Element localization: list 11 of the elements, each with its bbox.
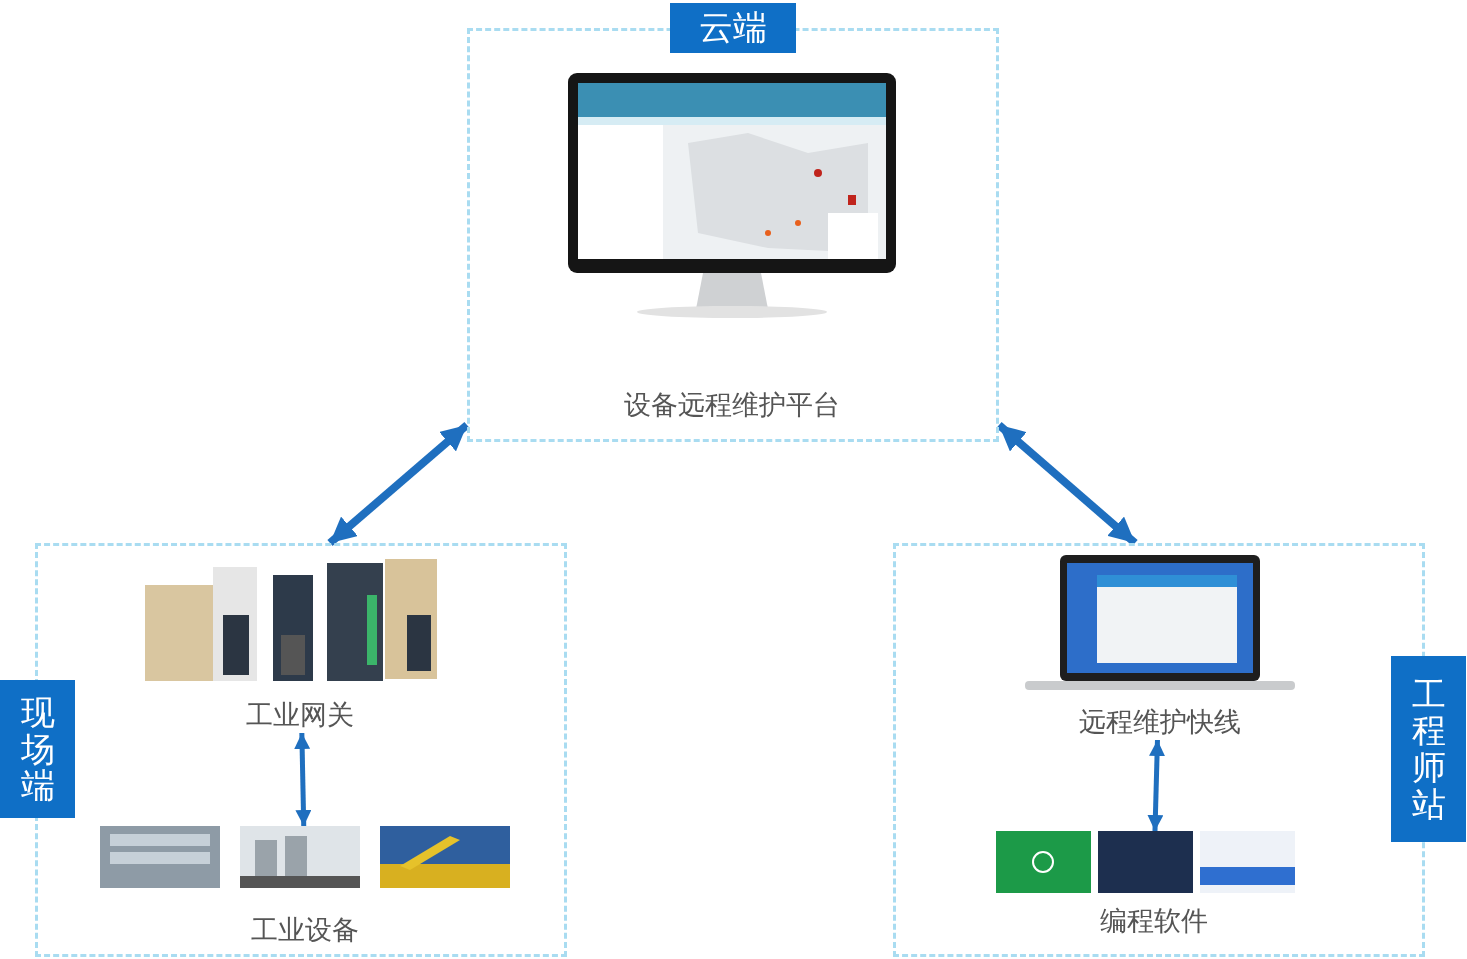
heading-tab: 工程师站 [1391, 656, 1466, 842]
node-label: 编程软件 [1098, 904, 1209, 938]
node-label: 工业网关 [245, 698, 355, 732]
heading-tab: 现场端 [0, 680, 75, 818]
heading-tab: 云端 [670, 3, 796, 53]
node-label: 远程维护快线 [1078, 705, 1242, 739]
double-arrow [1147, 739, 1166, 832]
node-label: 工业设备 [250, 913, 360, 947]
double-arrow [294, 732, 312, 827]
node-label: 设备远程维护平台 [623, 388, 841, 422]
double-arrow [327, 421, 470, 547]
